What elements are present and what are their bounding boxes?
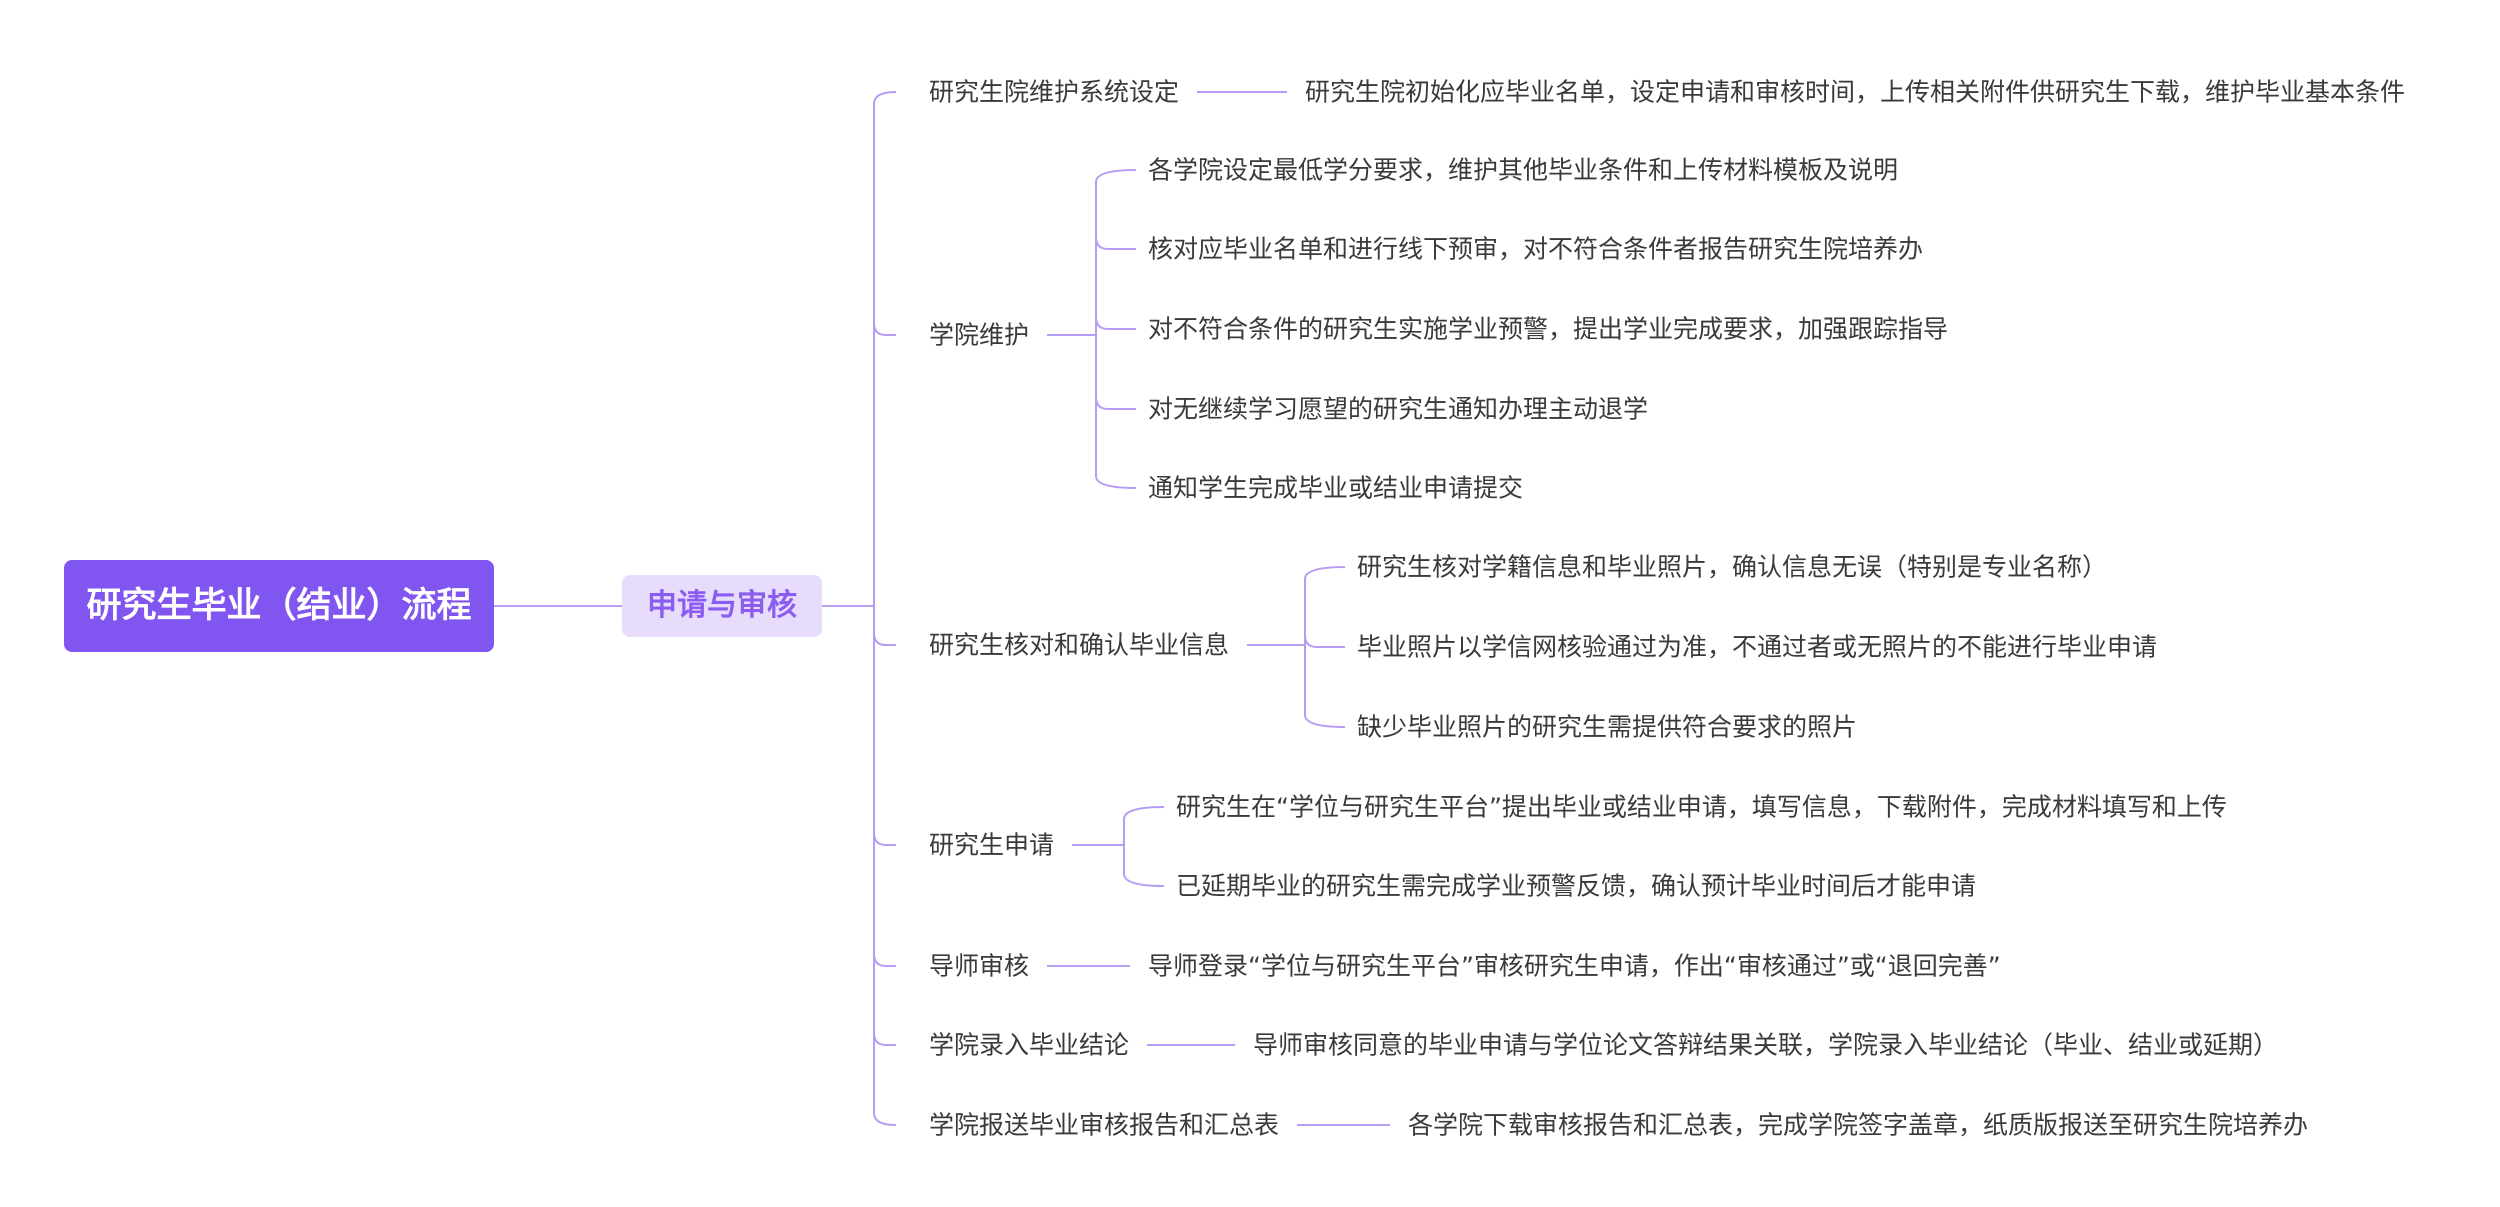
detail-text[interactable]: 核对应毕业名单和进行线下预审，对不符合条件者报告研究生院培养办 bbox=[1148, 234, 1924, 264]
hub-node[interactable]: 申请与审核 bbox=[622, 575, 822, 637]
root-node[interactable]: 研究生毕业（结业）流程 bbox=[64, 560, 494, 652]
branch-label[interactable]: 学院报送毕业审核报告和汇总表 bbox=[929, 1110, 1280, 1140]
branch-label[interactable]: 学院维护 bbox=[929, 320, 1030, 350]
detail-text[interactable]: 研究生在“学位与研究生平台”提出毕业或结业申请，填写信息，下载附件，完成材料填写… bbox=[1176, 792, 2227, 822]
detail-connector-line bbox=[1095, 316, 1136, 330]
branch-connector-line bbox=[873, 1032, 896, 1046]
detail-bracket-line bbox=[1123, 806, 1165, 887]
detail-text[interactable]: 已延期毕业的研究生需完成学业预警反馈，确认预计毕业时间后才能申请 bbox=[1176, 871, 1977, 901]
detail-text[interactable]: 各学院设定最低学分要求，维护其他毕业条件和上传材料模板及说明 bbox=[1148, 155, 1899, 185]
detail-text[interactable]: 通知学生完成毕业或结业申请提交 bbox=[1148, 473, 1524, 503]
branch-label[interactable]: 研究生核对和确认毕业信息 bbox=[929, 630, 1230, 660]
detail-text[interactable]: 导师登录“学位与研究生平台”审核研究生申请，作出“审核通过”或“退回完善” bbox=[1148, 951, 2001, 981]
branch-connector-line bbox=[873, 832, 896, 846]
detail-bracket-line bbox=[1304, 566, 1346, 728]
detail-text[interactable]: 对无继续学习愿望的研究生通知办理主动退学 bbox=[1148, 394, 1649, 424]
main-spine-line bbox=[873, 91, 897, 1126]
branch-connector-line bbox=[873, 953, 896, 967]
detail-text[interactable]: 导师审核同意的毕业申请与学位论文答辩结果关联，学院录入毕业结论（毕业、结业或延期… bbox=[1253, 1030, 2279, 1060]
branch-label[interactable]: 研究生院维护系统设定 bbox=[929, 77, 1180, 107]
branch-label[interactable]: 学院录入毕业结论 bbox=[929, 1030, 1130, 1060]
detail-text[interactable]: 研究生核对学籍信息和毕业照片，确认信息无误（特别是专业名称） bbox=[1357, 552, 2108, 582]
branch-label[interactable]: 研究生申请 bbox=[929, 830, 1055, 860]
branch-connector-line bbox=[873, 632, 896, 646]
detail-text[interactable]: 各学院下载审核报告和汇总表，完成学院签字盖章，纸质版报送至研究生院培养办 bbox=[1408, 1110, 2309, 1140]
detail-connector-line bbox=[1095, 396, 1136, 410]
detail-text[interactable]: 研究生院初始化应毕业名单，设定申请和审核时间，上传相关附件供研究生下载，维护毕业… bbox=[1305, 77, 2406, 107]
detail-connector-line bbox=[1095, 236, 1136, 250]
branch-label[interactable]: 导师审核 bbox=[929, 951, 1030, 981]
branch-connector-line bbox=[873, 322, 896, 336]
detail-text[interactable]: 缺少毕业照片的研究生需提供符合要求的照片 bbox=[1357, 712, 1858, 742]
detail-text[interactable]: 毕业照片以学信网核验通过为准，不通过者或无照片的不能进行毕业申请 bbox=[1357, 632, 2158, 662]
detail-connector-line bbox=[1304, 634, 1345, 648]
detail-bracket-line bbox=[1095, 169, 1137, 489]
detail-text[interactable]: 对不符合条件的研究生实施学业预警，提出学业完成要求，加强跟踪指导 bbox=[1148, 314, 1949, 344]
